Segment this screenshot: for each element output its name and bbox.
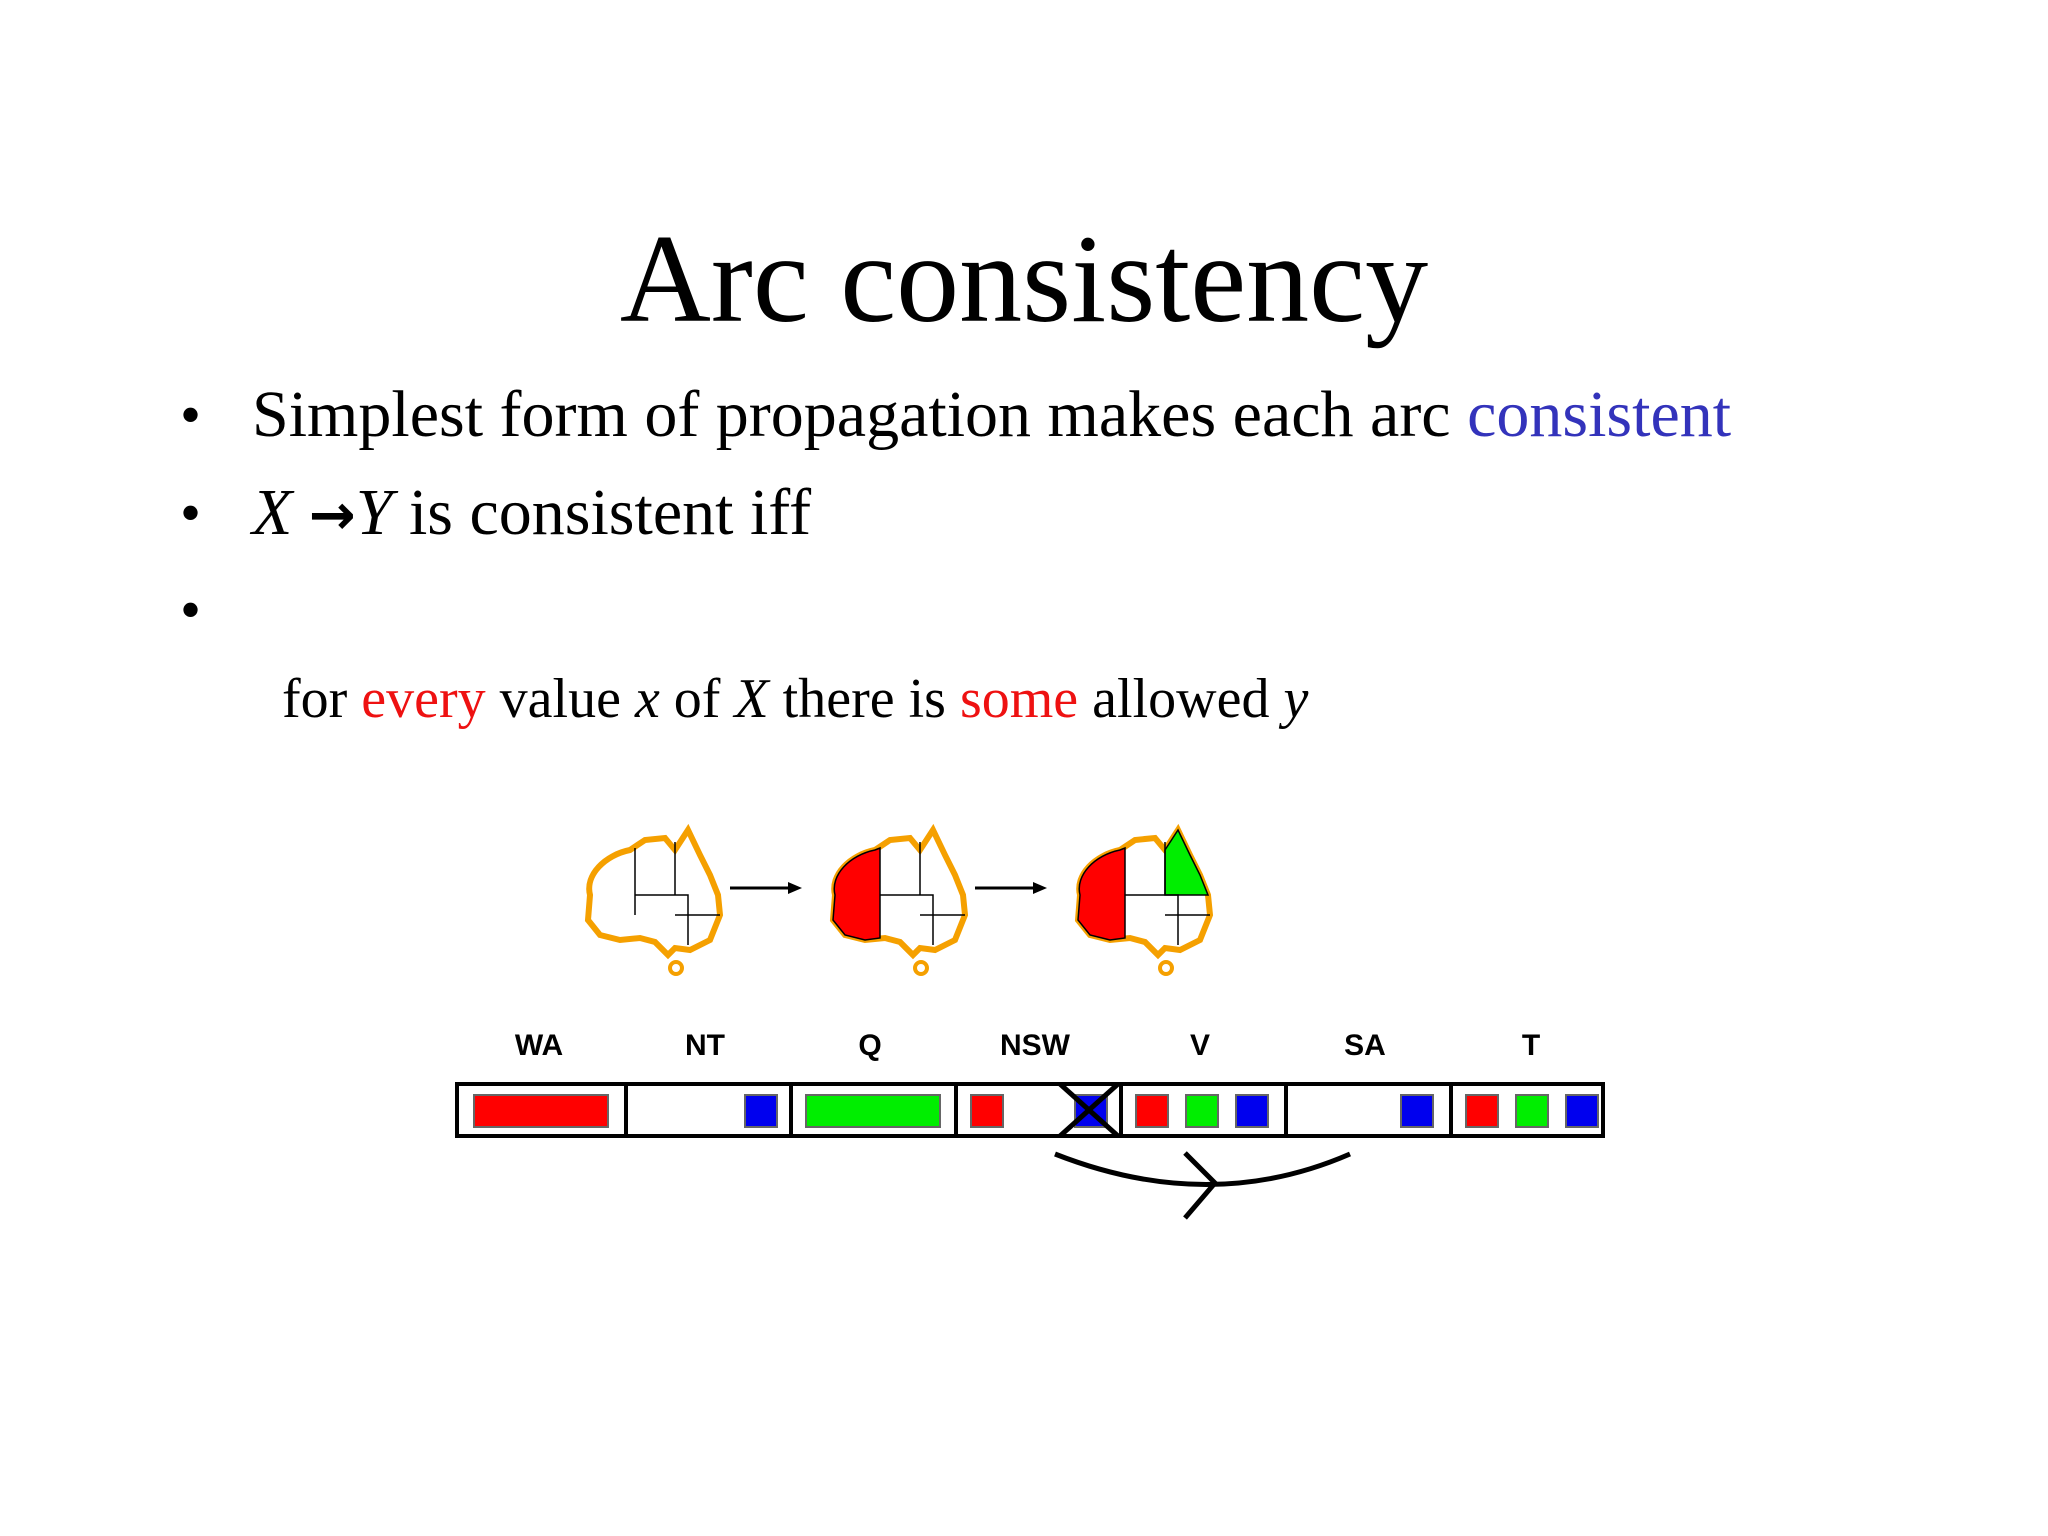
var-label-sa: SA xyxy=(1344,1029,1386,1062)
var-y: Y xyxy=(355,476,393,549)
bullet-2-rest: is consistent iff xyxy=(392,476,812,549)
def-some: some xyxy=(959,668,1079,730)
definition-text: for every value x of X there is some all… xyxy=(282,664,1308,734)
var-label-v: V xyxy=(1189,1029,1210,1062)
domain-cell-v xyxy=(1119,1086,1284,1134)
def-y: y xyxy=(1283,668,1309,730)
var-label-q: Q xyxy=(858,1029,882,1062)
map-3 xyxy=(1078,830,1210,976)
swatch-green xyxy=(1515,1094,1549,1128)
map-2 xyxy=(833,830,965,976)
swatch-red xyxy=(1465,1094,1499,1128)
bullet-1-text: Simplest form of propagation makes each … xyxy=(252,375,1731,455)
var-label-nt: NT xyxy=(685,1029,725,1062)
def-x: x xyxy=(634,668,660,730)
arrow-icon: → xyxy=(308,483,356,548)
domain-cell-nt xyxy=(624,1086,789,1134)
cross-out-icon xyxy=(1058,1082,1120,1138)
arrow-icon xyxy=(975,882,1047,894)
australia-maps-sequence xyxy=(570,820,1270,976)
swatch-red xyxy=(1135,1094,1169,1128)
domain-cell-q xyxy=(789,1086,954,1134)
bullet-2-text: X →Y is consistent iff xyxy=(252,473,811,556)
def-every: every xyxy=(361,668,486,730)
def-part: value xyxy=(485,668,635,730)
swatch-green xyxy=(805,1094,941,1128)
domain-cell-t xyxy=(1449,1086,1601,1134)
domain-cell-nsw xyxy=(954,1082,1120,1138)
swatch-blue xyxy=(1400,1094,1434,1128)
def-part: of xyxy=(659,668,735,730)
var-label-nsw: NSW xyxy=(1000,1029,1070,1062)
arrow-icon xyxy=(730,882,802,894)
swatch-blue xyxy=(1565,1094,1599,1128)
def-part: allowed xyxy=(1078,668,1284,730)
def-part: for xyxy=(282,668,362,730)
swatch-red xyxy=(473,1094,609,1128)
bullet-marker: • xyxy=(180,577,202,643)
var-label-t: T xyxy=(1521,1029,1541,1062)
swatch-red xyxy=(970,1094,1004,1128)
slide-title: Arc consistency xyxy=(619,210,1429,349)
def-X: X xyxy=(734,668,769,730)
domain-row xyxy=(455,1082,1605,1138)
bullet-list: • Simplest form of propagation makes eac… xyxy=(0,0,2048,730)
map-1 xyxy=(588,830,720,976)
swatch-green xyxy=(1185,1094,1219,1128)
var-x: X xyxy=(252,476,293,549)
var-label-wa: WA xyxy=(514,1029,564,1062)
swatch-blue xyxy=(744,1094,778,1128)
bullet-1-highlight: consistent xyxy=(1467,378,1732,451)
def-part: there is xyxy=(768,668,960,730)
domain-cell-sa xyxy=(1284,1086,1449,1134)
bullet-marker: • xyxy=(180,382,202,448)
bullet-1-body: Simplest form of propagation makes each … xyxy=(252,378,1468,451)
bullet-marker: • xyxy=(180,480,202,546)
swatch-blue xyxy=(1235,1094,1269,1128)
domain-cell-wa xyxy=(459,1086,624,1134)
